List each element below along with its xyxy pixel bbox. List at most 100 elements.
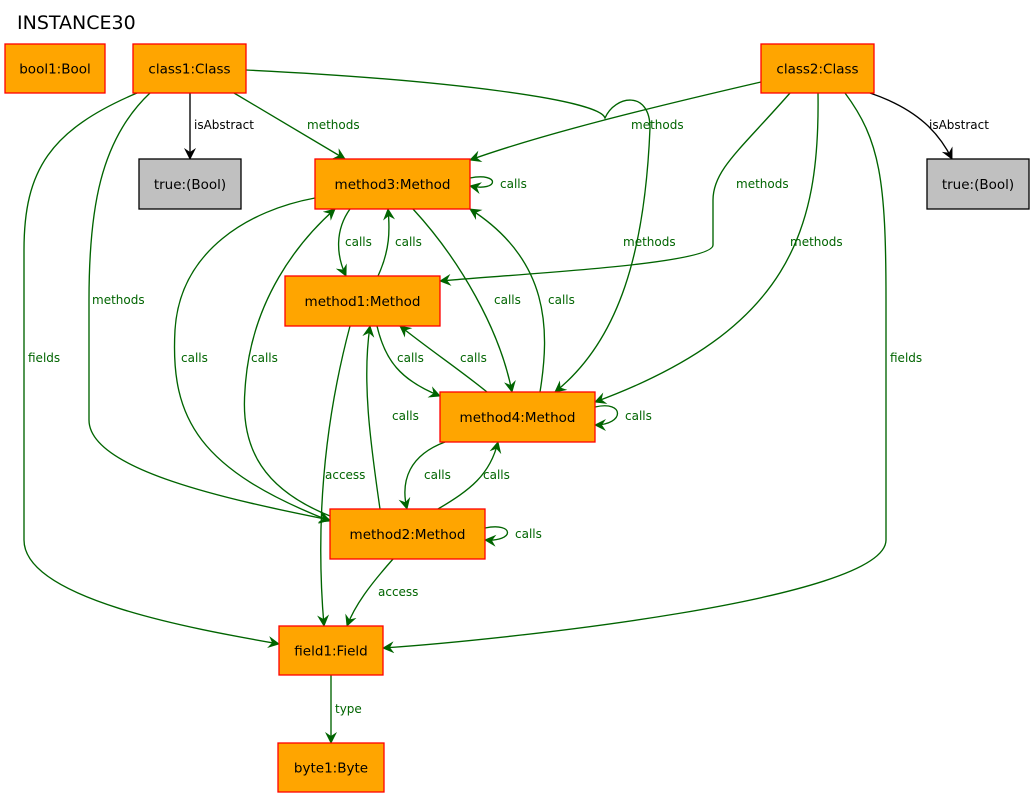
edge-line xyxy=(243,208,336,517)
node-method2[interactable]: method2:Method xyxy=(329,508,486,560)
nodes-layer: bool1:Bool class1:Class class2:Class true:(… xyxy=(4,43,1030,793)
edge-method2-to-method4: calls xyxy=(437,441,510,510)
node-label: byte1:Byte xyxy=(294,761,368,777)
node-bool1[interactable]: bool1:Bool xyxy=(4,43,106,94)
edge-label: calls xyxy=(483,468,510,482)
node-method4[interactable]: method4:Method xyxy=(439,391,596,443)
edge-line xyxy=(484,526,508,547)
node-box xyxy=(4,43,106,94)
node-true1[interactable]: true:(Bool) xyxy=(138,158,242,210)
edge-line xyxy=(594,405,619,431)
node-class1[interactable]: class1:Class xyxy=(132,43,247,94)
edge-label: calls xyxy=(548,293,575,307)
edge-label: methods xyxy=(92,293,145,307)
edge-label: calls xyxy=(392,409,419,423)
node-byte1[interactable]: byte1:Byte xyxy=(277,742,385,793)
edges-layer: isAbstract methods methods methods fields met… xyxy=(23,69,989,744)
edge-line xyxy=(398,441,446,510)
node-box xyxy=(284,275,441,327)
node-method3[interactable]: method3:Method xyxy=(314,158,471,210)
edge-class2-to-method4: methods xyxy=(594,92,843,404)
edge-line xyxy=(245,69,651,393)
node-label: bool1:Bool xyxy=(19,62,91,78)
edge-label: isAbstract xyxy=(929,118,989,132)
node-box xyxy=(926,158,1030,210)
edge-line xyxy=(335,208,351,277)
edge-method4-to-method1: calls xyxy=(399,325,488,393)
node-box xyxy=(760,43,875,94)
edge-label: calls xyxy=(424,468,451,482)
edge-label: access xyxy=(325,468,365,482)
node-class2[interactable]: class2:Class xyxy=(760,43,875,94)
edge-label: access xyxy=(378,585,418,599)
edge-method3-to-method4: calls xyxy=(412,208,521,393)
edge-line xyxy=(469,208,546,393)
edge-method3-to-method1: calls xyxy=(335,208,372,277)
edge-method2-to-method2: calls xyxy=(484,526,542,547)
edge-label: methods xyxy=(623,235,676,249)
node-box xyxy=(314,158,471,210)
edge-field1-to-byte1: type xyxy=(325,675,362,744)
edge-method4-to-method3: calls xyxy=(469,208,575,393)
node-label: method4:Method xyxy=(460,410,576,426)
edge-method2-to-field1: access xyxy=(345,558,418,627)
edge-method2-to-method3: calls xyxy=(243,208,336,517)
edge-method2-to-method1: calls xyxy=(362,325,419,510)
edge-label: methods xyxy=(631,118,684,132)
edge-line xyxy=(382,92,887,654)
edge-method3-to-method3: calls xyxy=(469,176,527,195)
edge-class1-to-field1: fields xyxy=(23,92,280,648)
edge-line xyxy=(88,92,331,524)
edge-label: calls xyxy=(625,409,652,423)
edge-label: calls xyxy=(181,351,208,365)
diagram-title: INSTANCE30 xyxy=(17,12,136,34)
node-box xyxy=(329,508,486,560)
node-box xyxy=(439,391,596,443)
edge-line xyxy=(439,92,791,286)
edge-label: methods xyxy=(307,118,360,132)
edge-label: calls xyxy=(460,351,487,365)
edge-line xyxy=(23,92,280,648)
node-field1[interactable]: field1:Field xyxy=(278,625,384,676)
edge-label: fields xyxy=(28,351,60,365)
edge-class1-to-true1: isAbstract xyxy=(184,93,254,160)
edge-label: calls xyxy=(500,177,527,191)
node-label: method1:Method xyxy=(305,294,421,310)
edge-label: isAbstract xyxy=(194,118,254,132)
edge-label: calls xyxy=(515,527,542,541)
edge-method4-to-method4: calls xyxy=(594,405,652,431)
edge-label: calls xyxy=(395,235,422,249)
edge-line xyxy=(362,325,381,510)
edge-label: calls xyxy=(494,293,521,307)
edge-method4-to-method2: calls xyxy=(398,441,451,510)
node-method1[interactable]: method1:Method xyxy=(284,275,441,327)
edge-label: type xyxy=(335,702,362,716)
edge-label: calls xyxy=(345,235,372,249)
edge-line xyxy=(173,197,331,523)
edge-class1-to-method3: methods xyxy=(233,92,360,160)
edge-line xyxy=(376,325,441,398)
node-label: true:(Bool) xyxy=(942,177,1014,193)
edge-class2-to-method1: methods xyxy=(439,92,791,286)
edge-class1-to-method2: methods xyxy=(88,92,331,524)
edge-line xyxy=(377,208,396,277)
node-box xyxy=(138,158,242,210)
edge-line xyxy=(233,92,346,160)
edge-class2-to-true2: isAbstract xyxy=(869,92,989,160)
edge-class2-to-field1: fields xyxy=(382,92,922,654)
edge-line xyxy=(469,81,762,162)
node-label: method2:Method xyxy=(350,527,466,543)
node-label: true:(Bool) xyxy=(154,177,226,193)
node-label: field1:Field xyxy=(294,644,367,660)
edge-line xyxy=(469,176,494,195)
edge-label: methods xyxy=(736,177,789,191)
edge-line xyxy=(399,325,488,393)
edge-line xyxy=(594,92,819,404)
edge-method3-to-method2: calls xyxy=(173,197,331,523)
edge-label: fields xyxy=(890,351,922,365)
edge-label: calls xyxy=(397,351,424,365)
node-true2[interactable]: true:(Bool) xyxy=(926,158,1030,210)
edge-label: methods xyxy=(790,235,843,249)
edge-method1-to-method4: calls xyxy=(376,325,441,398)
